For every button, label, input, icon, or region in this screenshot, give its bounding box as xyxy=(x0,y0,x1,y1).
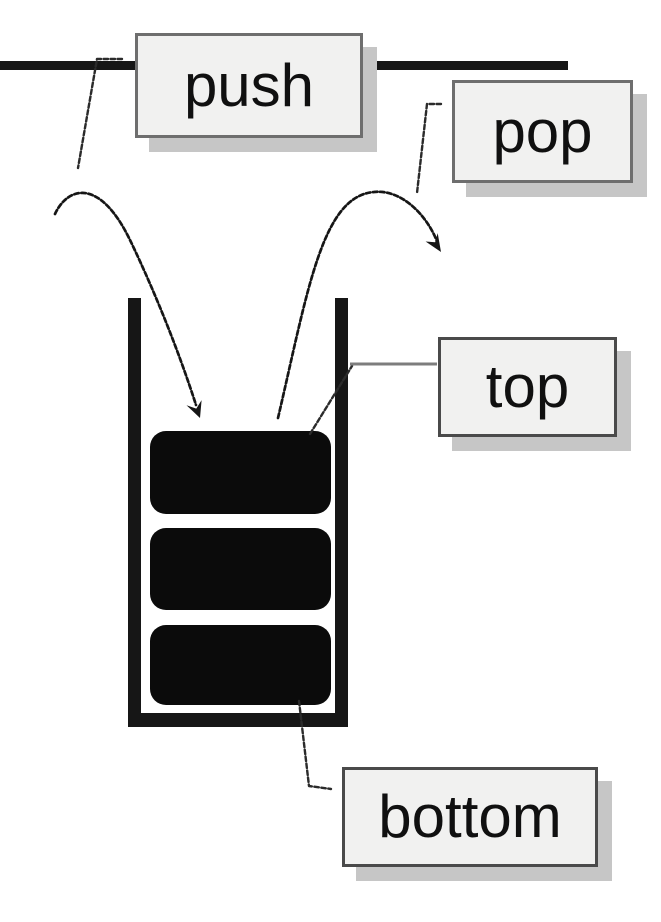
top-label: top xyxy=(438,337,617,437)
container-right-wall xyxy=(335,298,348,727)
stack-item-middle xyxy=(150,528,331,610)
pop-arrowhead xyxy=(425,233,441,252)
stack-item-bottom xyxy=(150,625,331,705)
push-label-text: push xyxy=(183,51,315,119)
bottom-label: bottom xyxy=(342,767,598,867)
top-leader-diagonal xyxy=(308,364,354,436)
push-leader-tick xyxy=(76,57,124,170)
push-label: push xyxy=(135,33,363,138)
top-label-text: top xyxy=(485,353,570,420)
pop-arrow xyxy=(276,190,440,420)
container-bottom xyxy=(128,713,348,727)
container-left-wall xyxy=(128,298,141,727)
stack-container xyxy=(128,298,348,727)
bottom-label-text: bottom xyxy=(378,783,562,850)
stack-items xyxy=(150,431,331,705)
pop-label-text: pop xyxy=(492,97,593,165)
push-arrowhead xyxy=(186,400,202,418)
push-arrow xyxy=(53,191,198,407)
pop-label: pop xyxy=(452,80,633,183)
pop-leader-tick xyxy=(415,102,443,195)
bottom-leader xyxy=(297,699,333,791)
stack-item-top xyxy=(150,431,331,514)
